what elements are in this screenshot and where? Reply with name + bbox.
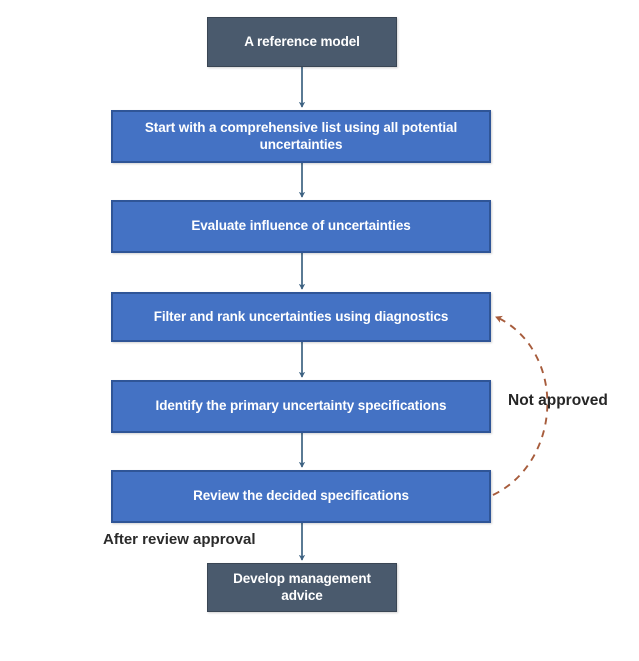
edge-label-not-approved: Not approved (508, 392, 608, 409)
node-label: Review the decided specifications (193, 488, 409, 504)
node-comprehensive-list[interactable]: Start with a comprehensive list using al… (111, 110, 491, 163)
node-label: Evaluate influence of uncertainties (191, 218, 411, 234)
node-identify-primary[interactable]: Identify the primary uncertainty specifi… (111, 380, 491, 433)
node-filter-rank[interactable]: Filter and rank uncertainties using diag… (111, 292, 491, 342)
node-develop-advice[interactable]: Develop management advice (207, 563, 397, 612)
node-review-decided[interactable]: Review the decided specifications (111, 470, 491, 523)
node-reference-model[interactable]: A reference model (207, 17, 397, 67)
node-label: A reference model (244, 33, 360, 49)
node-label: Identify the primary uncertainty specifi… (155, 398, 447, 414)
node-evaluate-influence[interactable]: Evaluate influence of uncertainties (111, 200, 491, 253)
edge-label-after-review-approval: After review approval (103, 531, 256, 548)
node-label: Filter and rank uncertainties using diag… (153, 308, 449, 324)
node-label: Develop management advice (233, 570, 371, 603)
node-label: Start with a comprehensive list using al… (144, 119, 458, 152)
